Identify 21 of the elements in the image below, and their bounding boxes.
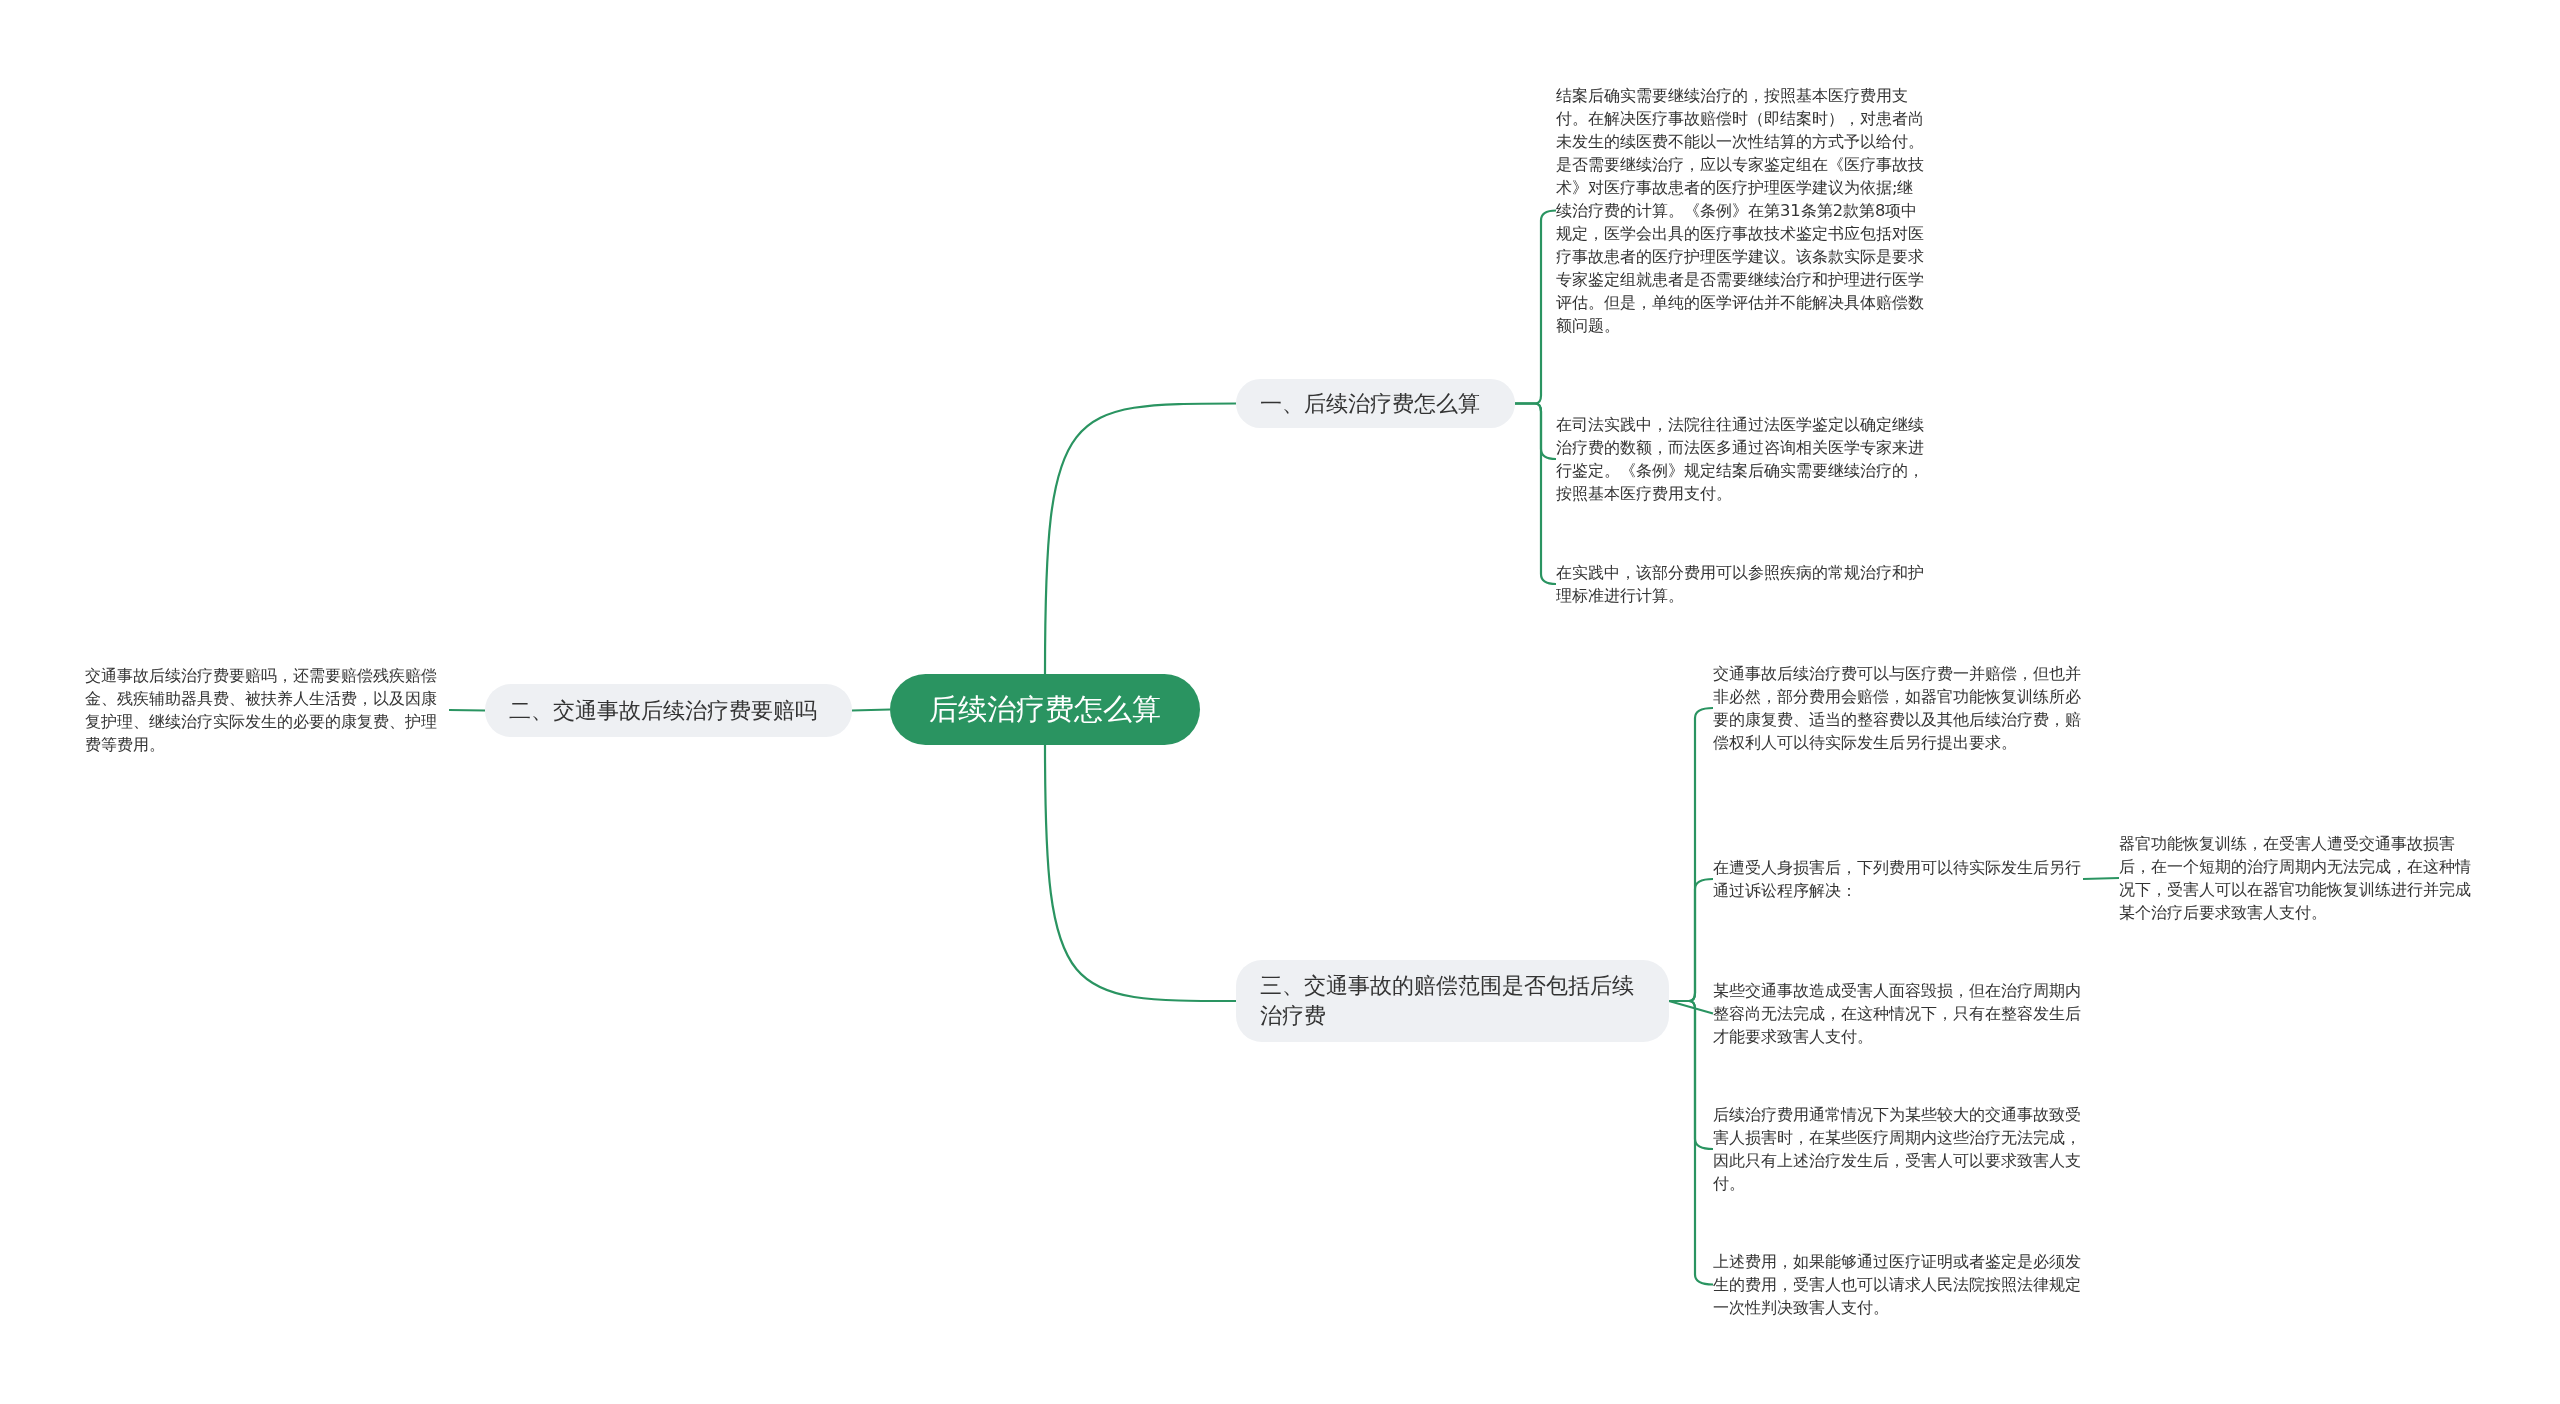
note-text: 交通事故后续治疗费可以与医疗费一并赔偿，但也并非必然，部分费用会赔偿，如器官功能恢复训练所必要的康复费、适当的整容费以及其他后续治疗费，赔偿权利人可以待实际发生后另行提出要求。	[1713, 662, 2083, 754]
note-text: 在实践中，该部分费用可以参照疾病的常规治疗和护理标准进行计算。	[1556, 561, 1926, 607]
connector-line	[2082, 876, 2120, 881]
note-text: 结案后确实需要继续治疗的，按照基本医疗费用支付。在解决医疗事故赔偿时（即结案时），对患者尚未发生的续医费不能以一次性结算的方式予以给付。是否需要继续治疗，应以专家鉴定组在《医疗事故技术》对医疗事故患者的医疗护理医学建议为依据;继续治疗费的计算。《条例》在第31条第2款第8项中规定，医学会出具的医疗事故技术鉴定书应包括对医疗事故患者的医疗护理医学建议。该条款实际是要求专家鉴定组就患者是否需要继续治疗和护理进行医学评估。但是，单纯的医学评估并不能解决具体赔偿数额问题。	[1556, 84, 1926, 337]
topic-box: 三、交通事故的赔偿范围是否包括后续治疗费	[1236, 960, 1669, 1042]
note-text: 器官功能恢复训练，在受害人遭受交通事故损害后，在一个短期的治疗周期内无法完成，在这种情况下，受害人可以在器官功能恢复训练进行并完成某个治疗后要求致害人支付。	[2119, 832, 2485, 924]
connector-line	[851, 708, 891, 712]
note-text: 某些交通事故造成受害人面容毁损，但在治疗周期内整容尚无法完成，在这种情况下，只有在整容发生后才能要求致害人支付。	[1713, 979, 2083, 1048]
connector-line	[1668, 999, 1714, 1015]
note-text: 在司法实践中，法院往往通过法医学鉴定以确定继续治疗费的数额，而法医多通过咨询相关医学专家来进行鉴定。《条例》规定结案后确实需要继续治疗的，按照基本医疗费用支付。	[1556, 413, 1926, 505]
connector-line	[1043, 745, 1236, 1003]
note-text: 在遭受人身损害后，下列费用可以待实际发生后另行通过诉讼程序解决：	[1713, 856, 2083, 902]
note-text: 后续治疗费用通常情况下为某些较大的交通事故致受害人损害时，在某些医疗周期内这些治疗无法完成，因此只有上述治疗发生后，受害人可以要求致害人支付。	[1713, 1103, 2083, 1195]
topic-box: 一、后续治疗费怎么算	[1236, 379, 1515, 428]
central-topic: 后续治疗费怎么算	[890, 674, 1200, 745]
note-text: 交通事故后续治疗费要赔吗，还需要赔偿残疾赔偿金、残疾辅助器具费、被扶养人生活费，以及因康复护理、继续治疗实际发生的必要的康复费、护理费等费用。	[85, 664, 449, 756]
note-text: 上述费用，如果能够通过医疗证明或者鉴定是必须发生的费用，受害人也可以请求人民法院按照法律规定一次性判决致害人支付。	[1713, 1250, 2083, 1319]
topic-box: 二、交通事故后续治疗费要赔吗	[485, 684, 852, 737]
connector-line	[449, 708, 485, 712]
connector-line	[1515, 402, 1557, 586]
connector-line	[1043, 402, 1236, 674]
